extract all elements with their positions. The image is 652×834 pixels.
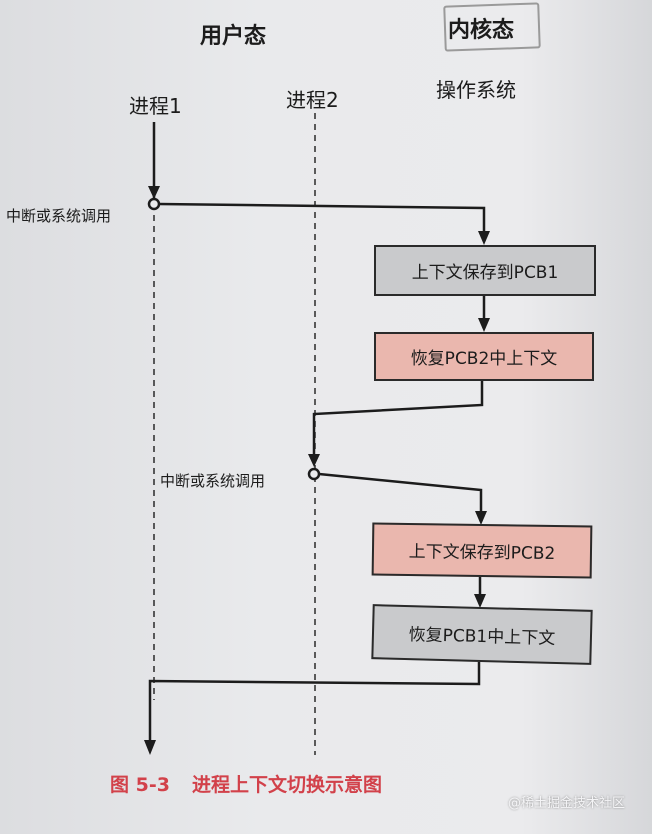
save-context-pcb1-label: 上下文保存到PCB1 [411, 263, 559, 283]
save-context-pcb2-label: 上下文保存到PCB2 [408, 541, 556, 565]
interrupt-label-1: 中断或系统调用 [6, 207, 112, 225]
save-context-pcb2-box: 上下文保存到PCB2 [371, 522, 593, 579]
restore-context-pcb1-label: 恢复PCB1中上下文 [408, 625, 556, 649]
restore-context-pcb2-label: 恢复PCB2中上下文 [410, 349, 558, 369]
process-1-label: 进程1 [129, 94, 182, 118]
user-mode-header: 用户态 [200, 24, 267, 49]
interrupt-label-2: 中断或系统调用 [160, 472, 266, 490]
save-context-pcb1-box: 上下文保存到PCB1 [374, 245, 596, 296]
figure-caption: 图 5-3 进程上下文切换示意图 [110, 770, 382, 797]
restore-context-pcb2-box: 恢复PCB2中上下文 [374, 332, 594, 381]
figure-number: 图 5-3 [110, 774, 170, 796]
figure-title: 进程上下文切换示意图 [191, 774, 382, 796]
kernel-mode-header: 内核态 [448, 18, 515, 43]
watermark: @稀土掘金技术社区 [508, 796, 626, 811]
restore-context-pcb1-box: 恢复PCB1中上下文 [371, 604, 593, 665]
os-label: 操作系统 [436, 78, 516, 102]
process-2-label: 进程2 [286, 88, 339, 112]
